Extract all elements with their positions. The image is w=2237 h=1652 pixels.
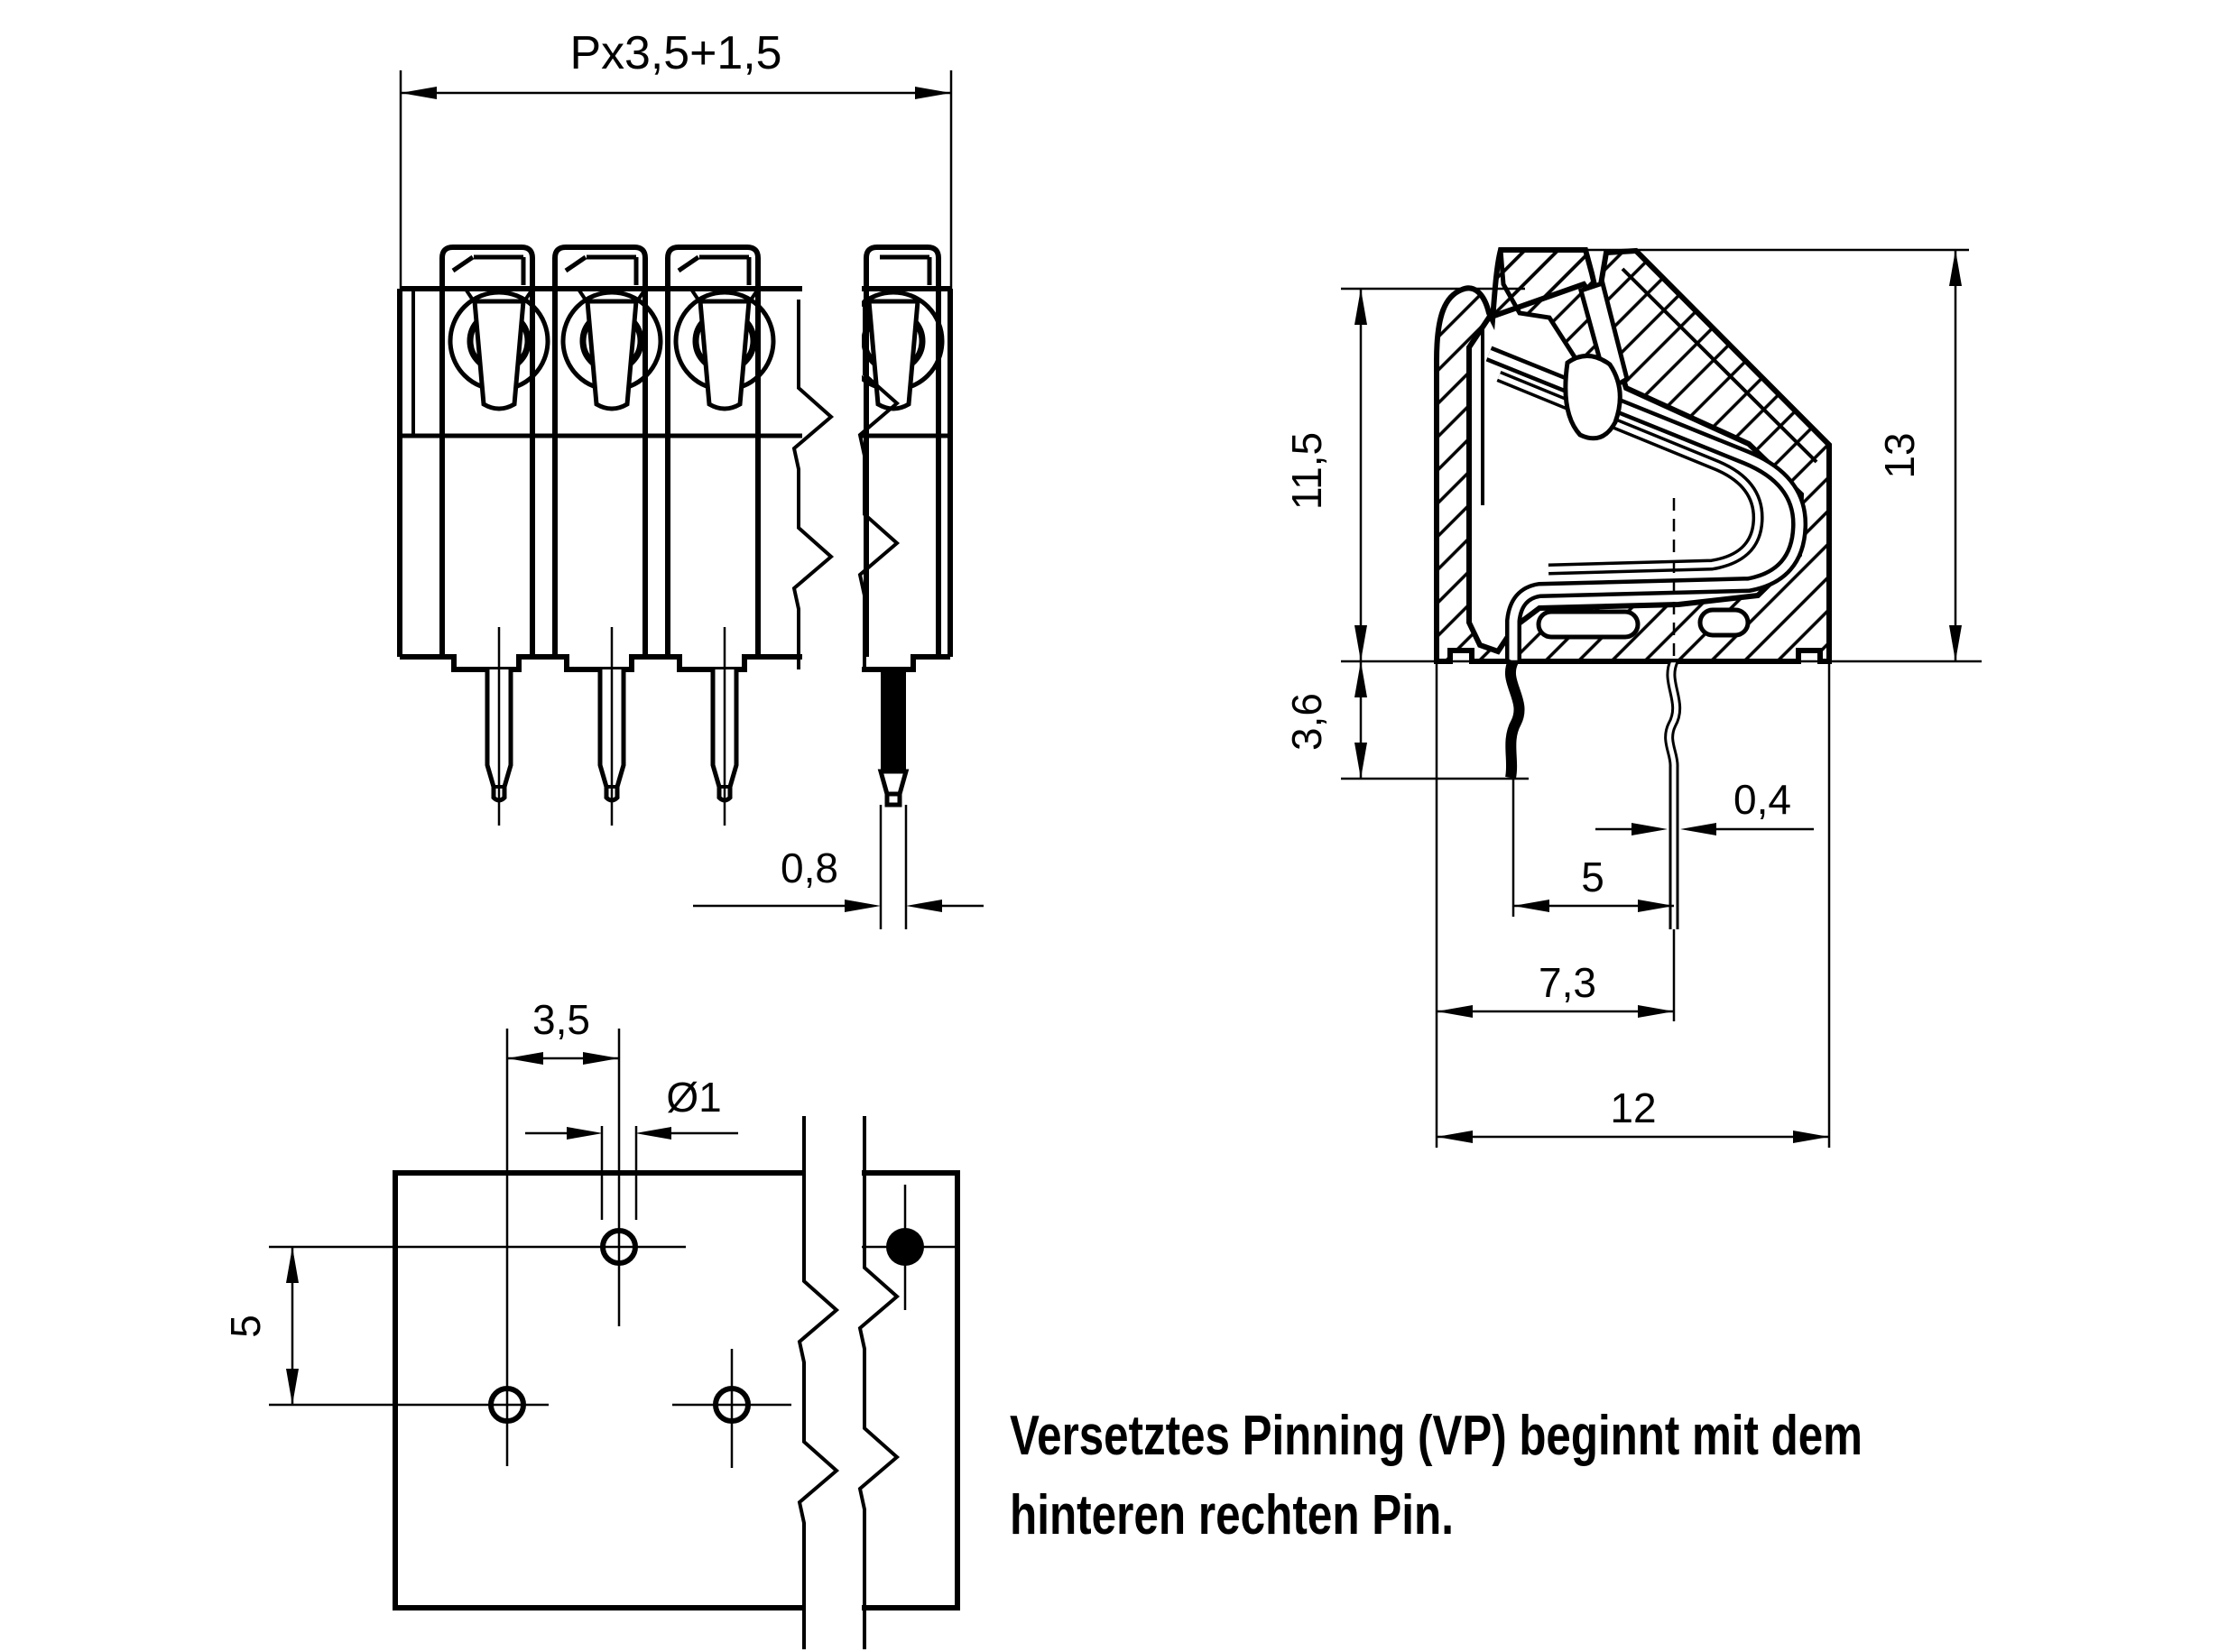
break-mask [806,1166,862,1615]
funnel-side-lines [465,289,533,306]
dim-upper-height: 11,5 [1283,287,1982,779]
dim-label-pin-spacing: 5 [1581,854,1604,900]
note-line-2: hinteren rechten Pin. [1010,1484,1454,1546]
dim-overall-width: Px3,5+1,5 [399,27,953,289]
dim-hole-offset: 3,5 [507,996,619,1065]
bottom-slot [1697,607,1751,638]
funnel-side-lines [690,289,759,306]
dim-label-overall-width: Px3,5+1,5 [570,27,782,79]
cell-walls-button [552,245,648,657]
button-chamfer-line [677,254,700,273]
filled-pin-taper [877,769,910,797]
dim-row-spacing: 5 [222,1247,299,1405]
break-line [797,1116,840,1649]
dim-label-pin-to-edge: 7,3 [1539,959,1596,1006]
front-cells [439,245,945,657]
button-inner-line [880,254,932,285]
button-inner-line [474,254,526,285]
dim-label-upper-height: 11,5 [1283,432,1330,510]
front-pins [485,627,910,929]
terminal-cell [665,245,776,657]
clamp-funnel [866,299,920,411]
pin-hole [488,1386,526,1424]
cell-walls-button [864,245,941,657]
wire-funnel-section [1563,354,1622,441]
button-chamfer-line [451,254,475,273]
dim-hole-diameter: Ø1 [525,1074,738,1220]
clamp-funnel [472,299,526,411]
dim-pin-to-edge: 7,3 [1435,661,1674,1148]
filled-pin-foot [884,791,902,808]
side-body-section [1434,247,1832,664]
side-view: 11,5 3,6 13 0,4 5 [1283,247,1982,1148]
dim-pin-spacing: 5 [1513,854,1674,912]
button-inner-line [699,254,752,285]
terminal-cell [439,245,550,657]
break-line [857,1116,901,1649]
funnel-side-lines [578,289,646,306]
dim-label-pin-width: 0,8 [781,844,838,891]
break-mask [802,269,862,677]
clamp-funnel [585,299,639,411]
dim-label-hole-offset: 3,5 [532,996,590,1043]
dim-pin-width: 0,8 [693,844,984,912]
button-inner-line [587,254,639,285]
note: Versetztes Pinning (VP) beginnt mit dem … [1010,1405,1863,1546]
filled-pin-extension-lines [879,805,908,929]
front-bottom-edge-left [400,654,812,672]
dim-pin-thickness: 0,4 [1595,776,1814,835]
footprint-view: 3,5 Ø1 5 [222,996,960,1649]
dim-label-pin-thickness: 0,4 [1733,776,1791,823]
dim-total-height: 13 [1572,248,1969,661]
pin-hole [600,1228,638,1266]
dim-label-total-depth: 12 [1610,1084,1656,1131]
dim-label-pin-protrusion: 3,6 [1283,693,1330,751]
spring-clamp [1485,346,1808,661]
hole-crosshair [672,1349,791,1468]
dim-total-depth: 12 [1437,661,1831,1148]
note-line-1: Versetztes Pinning (VP) beginnt mit dem [1010,1405,1863,1467]
dim-label-row-spacing: 5 [222,1315,269,1338]
pin-hole [713,1386,751,1424]
dim-label-hole-diameter: Ø1 [666,1074,721,1121]
bottom-slot [1536,609,1641,640]
clamp-funnel [698,299,752,411]
break-line [791,300,835,669]
cell-walls-button [439,245,535,657]
dim-pin-protrusion: 3,6 [1283,661,1529,780]
side-pins [1504,659,1682,1021]
marked-start-pin-hole [886,1228,924,1266]
break-line [857,300,901,669]
row-centerlines [269,1245,686,1407]
terminal-cell [552,245,663,657]
front-view: Px3,5+1,5 0,8 [397,27,984,929]
filled-pin-body [881,669,906,771]
cell-walls-button [665,245,761,657]
roof-inner-line [1621,267,1818,464]
dim-label-total-height: 13 [1876,432,1923,478]
footprint-outline [393,1170,960,1610]
button-chamfer-line [564,254,587,273]
rear-solder-pin [1504,659,1525,780]
